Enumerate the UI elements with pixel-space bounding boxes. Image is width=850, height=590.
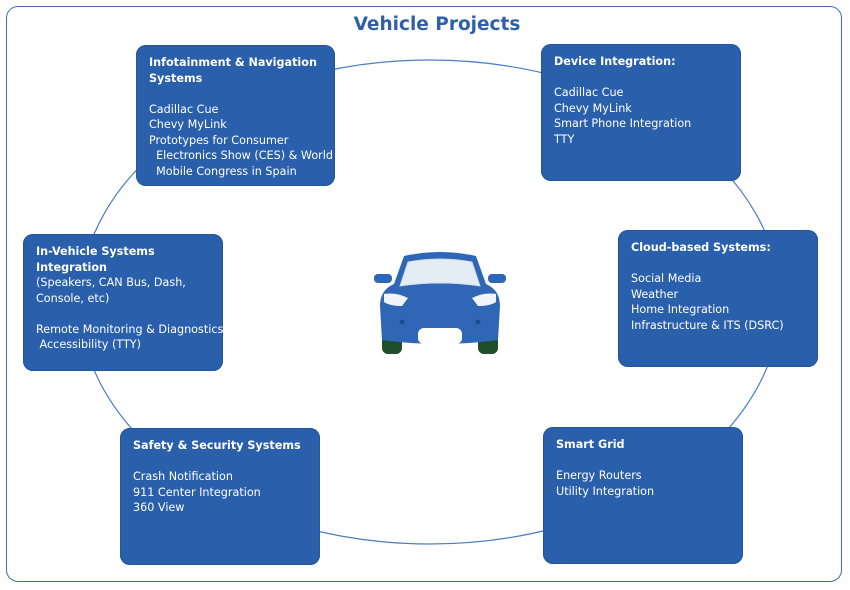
box-heading: Device Integration: <box>554 55 676 68</box>
box-in-vehicle-systems: In-Vehicle Systems Integration (Speakers… <box>23 234 223 371</box>
box-item: 360 View <box>133 501 185 514</box>
box-item: Cadillac Cue <box>554 86 624 99</box>
box-item: 911 Center Integration <box>133 485 261 499</box>
box-item: (Speakers, CAN Bus, Dash, <box>36 276 186 289</box>
diagram-frame <box>6 6 842 582</box>
box-item: Weather <box>631 287 679 301</box>
box-device-integration: Device Integration: Cadillac Cue Chevy M… <box>541 44 741 181</box>
box-spacer <box>36 306 211 322</box>
box-smart-grid: Smart Grid Energy Routers Utility Integr… <box>543 427 743 564</box>
box-heading: Safety & Security Systems <box>133 439 301 452</box>
car-icon <box>374 252 506 354</box>
box-item: Prototypes for Consumer <box>149 133 289 147</box>
box-infotainment: Infotainment & Navigation Systems Cadill… <box>136 45 335 186</box>
box-item: Console, etc) <box>36 291 110 305</box>
box-heading: Smart Grid <box>556 438 625 451</box>
box-item: Chevy MyLink <box>149 118 227 131</box>
box-cloud-based-systems: Cloud-based Systems: Social Media Weathe… <box>618 230 818 367</box>
box-heading: Cloud-based Systems: <box>631 241 771 254</box>
diagram-title: Vehicle Projects <box>353 14 521 35</box>
box-item: Social Media <box>631 272 702 285</box>
box-item: Remote Monitoring & Diagnostics <box>36 322 224 336</box>
box-item: Utility Integration <box>556 484 655 498</box>
box-item: Infrastructure & ITS (DSRC) <box>631 318 784 332</box>
box-heading: In-Vehicle Systems Integration <box>36 245 155 274</box>
box-item: TTY <box>554 132 575 146</box>
box-item: Accessibility (TTY) <box>36 338 141 351</box>
box-item: Cadillac Cue <box>149 102 219 116</box>
box-safety-security: Safety & Security Systems Crash Notifica… <box>120 428 320 565</box>
box-heading: Infotainment & Navigation Systems <box>149 56 317 85</box>
box-item: Crash Notification <box>133 470 233 483</box>
box-item: Smart Phone Integration <box>554 117 692 130</box>
box-item: Electronics Show (CES) & World <box>149 149 333 162</box>
box-item: Energy Routers <box>556 469 642 482</box>
box-item: Chevy MyLink <box>554 101 632 115</box>
box-item: Mobile Congress in Spain <box>149 164 297 178</box>
box-item: Home Integration <box>631 303 730 316</box>
